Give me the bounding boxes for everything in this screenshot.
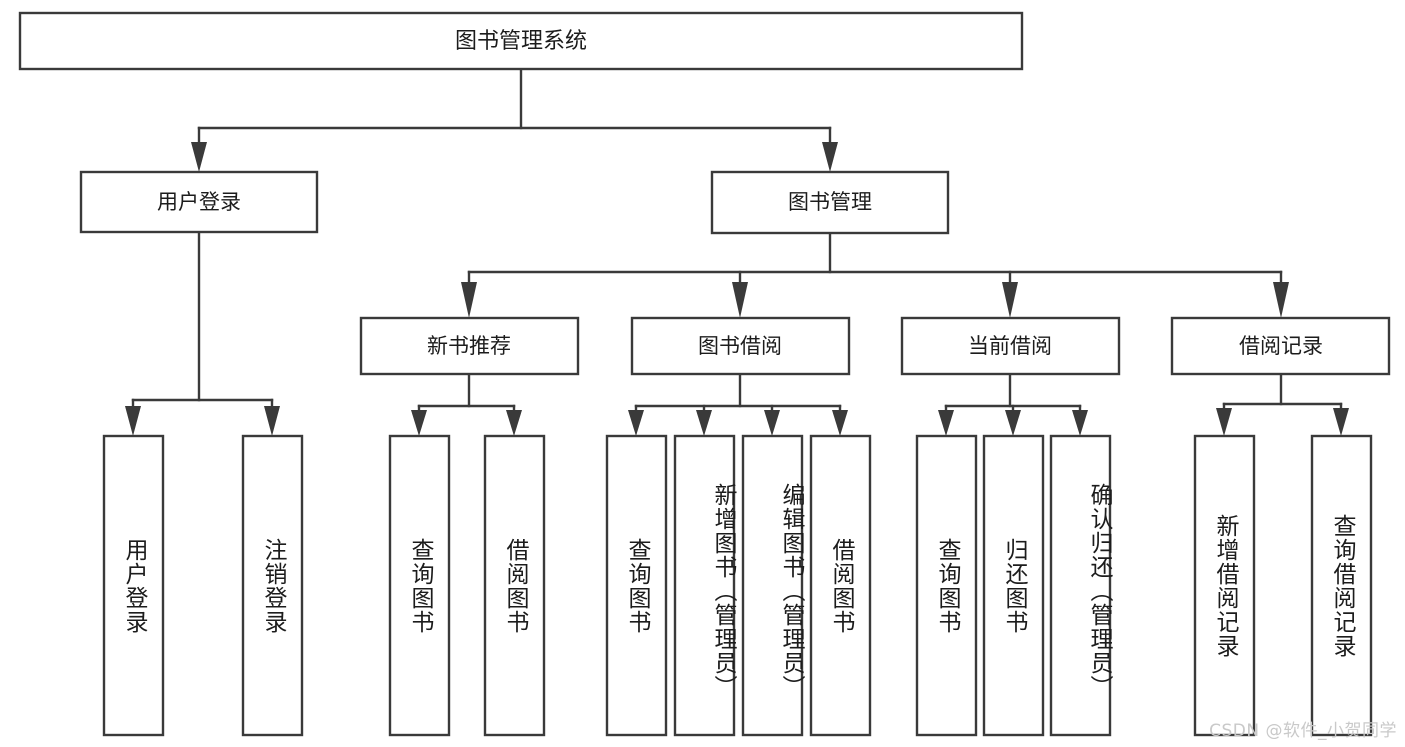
leaf-box-bb-query[interactable] <box>605 434 668 737</box>
node-book-mgmt-box[interactable] <box>710 170 950 235</box>
connector-group-current-borrow <box>938 372 1088 436</box>
connector-group-user-login <box>125 230 280 436</box>
arrow-head-bb-leaf-4 <box>832 410 848 436</box>
connector-group-borrow-records <box>1216 372 1349 436</box>
arrow-head-bb-leaf-1 <box>628 410 644 436</box>
leaf-box-bb-add[interactable] <box>673 434 736 737</box>
arrow-head-current-borrow <box>1002 282 1018 318</box>
node-current-borrow-box[interactable] <box>900 316 1121 376</box>
arrow-head-nb-leaf-1 <box>411 410 427 436</box>
arrow-head-cb-leaf-2 <box>1005 410 1021 436</box>
arrow-head-bb-leaf-2 <box>696 410 712 436</box>
leaf-box-br-add[interactable] <box>1193 434 1256 737</box>
arrow-head-bb-leaf-3 <box>764 410 780 436</box>
node-book-borrow-label: 图书借阅 <box>698 334 782 358</box>
arrow-head-book-mgmt <box>822 142 838 172</box>
arrow-head-leaf-user-login <box>125 406 141 436</box>
connector-group-root <box>191 67 838 172</box>
arrow-head-br-leaf-2 <box>1333 408 1349 436</box>
connector-group-book-borrow <box>628 372 848 436</box>
arrow-head-user-login <box>191 142 207 172</box>
arrow-head-book-borrow <box>732 282 748 318</box>
arrow-head-br-leaf-1 <box>1216 408 1232 436</box>
leaf-box-user-login[interactable] <box>102 434 165 737</box>
leaf-box-bb-borrow[interactable] <box>809 434 872 737</box>
arrow-head-cb-leaf-1 <box>938 410 954 436</box>
leaf-box-bb-edit[interactable] <box>741 434 804 737</box>
watermark-text: CSDN @软件_小贺同学 <box>1209 721 1397 741</box>
node-book-borrow-box[interactable] <box>630 316 851 376</box>
arrow-head-cb-leaf-3 <box>1072 410 1088 436</box>
arrow-head-borrow-records <box>1273 282 1289 318</box>
leaf-box-nb-query[interactable] <box>388 434 451 737</box>
leaf-box-cb-confirm[interactable] <box>1049 434 1112 737</box>
leaf-box-nb-borrow[interactable] <box>483 434 546 737</box>
arrow-head-leaf-logout <box>264 406 280 436</box>
connector-group-new-book <box>411 372 522 436</box>
node-borrow-records-label: 借阅记录 <box>1239 334 1323 358</box>
connector-group-book-mgmt <box>461 231 1289 318</box>
leaf-box-cb-return[interactable] <box>982 434 1045 737</box>
leaf-box-br-query[interactable] <box>1310 434 1373 737</box>
leaf-box-logout[interactable] <box>241 434 304 737</box>
node-root-box[interactable] <box>18 11 1024 71</box>
node-user-login-box[interactable] <box>79 170 319 234</box>
node-new-book-box[interactable] <box>359 316 580 376</box>
node-user-login-label: 用户登录 <box>157 190 241 214</box>
arrow-head-new-book <box>461 282 477 318</box>
node-new-book-label: 新书推荐 <box>427 334 511 358</box>
leaf-box-cb-query[interactable] <box>915 434 978 737</box>
node-current-borrow-label: 当前借阅 <box>968 334 1052 358</box>
node-book-mgmt-label: 图书管理 <box>788 190 872 214</box>
arrow-head-nb-leaf-2 <box>506 410 522 436</box>
node-borrow-records-box[interactable] <box>1170 316 1391 376</box>
node-root-label: 图书管理系统 <box>455 29 587 54</box>
